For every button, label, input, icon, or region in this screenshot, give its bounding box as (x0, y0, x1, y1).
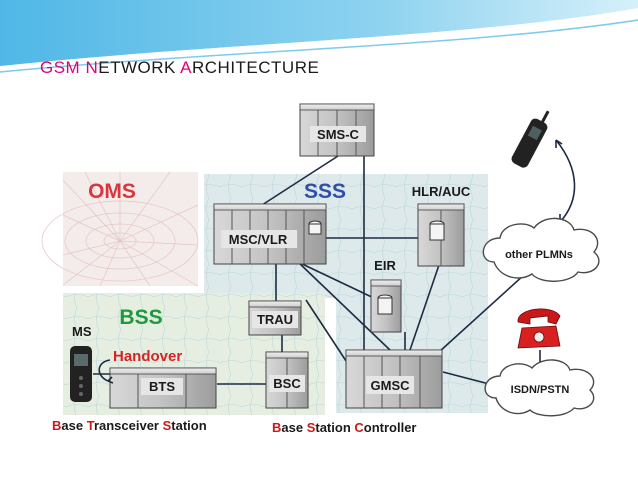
hlr-auc-node: HLR/AUC (412, 184, 471, 267)
eir-label: EIR (374, 258, 396, 273)
radio-arrowheads-icon (553, 139, 563, 223)
eir-node: EIR (370, 258, 402, 333)
msc-vlr-node: MSC/VLR (213, 203, 327, 265)
isdn-pstn-label: ISDN/PSTN (511, 384, 570, 396)
oms-panel (41, 171, 199, 287)
trau-node: TRAU (248, 300, 302, 336)
sms-c-node: SMS-C (299, 103, 375, 157)
gmsc-node: GMSC (345, 349, 443, 409)
other-plmns-label: other PLMNs (505, 249, 573, 261)
sss-label: SSS (304, 180, 346, 203)
ms-phone-icon (70, 346, 92, 402)
oms-label: OMS (88, 180, 136, 203)
handover-arrow-icon (98, 359, 111, 382)
gmsc-label: GMSC (371, 378, 411, 393)
handover-arrowhead-icon (107, 376, 114, 384)
bsc-label: BSC (273, 376, 301, 391)
title-gsm: GSM (40, 58, 86, 77)
bts-label: BTS (149, 379, 175, 394)
bsc-caption: Base Station Controller (272, 420, 417, 435)
bss-label: BSS (119, 306, 162, 329)
radio-link-arrow-icon (555, 139, 576, 223)
isdn-pstn-cloud: ISDN/PSTN (484, 359, 595, 417)
telephone-icon (517, 308, 561, 349)
bts-node: BTS (109, 367, 217, 409)
slide-title: GSM Network Architecture (40, 58, 319, 78)
connections (93, 155, 536, 386)
ms-label: MS (72, 324, 92, 339)
bsc-node: BSC (265, 351, 309, 409)
bts-caption: Base Transceiver Station (52, 418, 207, 433)
title-n: N (85, 58, 99, 77)
mobile-phone-icon (511, 110, 550, 168)
trau-label: TRAU (257, 312, 293, 327)
title-etwork: etwork (98, 58, 181, 77)
sms-c-label: SMS-C (317, 127, 360, 142)
title-a: A (180, 58, 192, 77)
title-rchitecture: rchitecture (191, 58, 320, 77)
header-swoosh (0, 0, 638, 73)
msc-vlr-label: MSC/VLR (229, 232, 288, 247)
hlr-auc-label: HLR/AUC (412, 184, 471, 199)
handover-label: Handover (113, 348, 182, 365)
other-plmns-cloud: other PLMNs (482, 217, 600, 282)
